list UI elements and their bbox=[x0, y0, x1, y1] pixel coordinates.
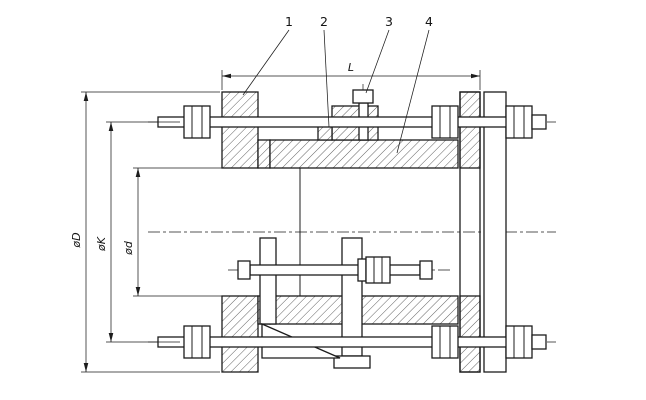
left-flange-lower-section bbox=[221, 295, 259, 373]
top-tie-rod-shaft bbox=[157, 116, 533, 128]
top-inner-right-nut bbox=[431, 105, 459, 139]
body-sleeve-upper-wall bbox=[269, 139, 459, 169]
dimension-outer-diameter: øD bbox=[70, 91, 220, 373]
dimension-arrow bbox=[108, 333, 114, 342]
dimension-arrow bbox=[108, 122, 114, 131]
dimension-outer-diameter-label: øD bbox=[70, 232, 83, 248]
callout-3-leader bbox=[365, 29, 390, 94]
dimension-inner-diameter: ød bbox=[122, 167, 256, 297]
callout-2-label: 2 bbox=[320, 14, 328, 29]
middle-bolt-nut bbox=[365, 256, 391, 284]
callout-4-label: 4 bbox=[425, 14, 433, 29]
bottom-left-nut bbox=[183, 325, 211, 359]
gland-flange-foot bbox=[333, 355, 371, 369]
bottom-tie-rod-shaft bbox=[157, 336, 533, 348]
top-tie-rod-end bbox=[531, 114, 547, 130]
gland-bolt-head bbox=[352, 89, 374, 104]
dimension-arrow bbox=[135, 168, 141, 177]
dimension-arrow bbox=[83, 92, 89, 101]
callouts: 1 2 3 4 bbox=[242, 14, 433, 154]
spigot-flange-plate bbox=[259, 237, 277, 325]
middle-flange-assembly bbox=[237, 237, 433, 369]
dimension-length-label: L bbox=[348, 61, 354, 74]
right-flange-lower-section bbox=[459, 295, 481, 373]
middle-bolt-shaft bbox=[249, 264, 421, 276]
callout-1-label: 1 bbox=[285, 14, 293, 29]
middle-bolt-washer bbox=[357, 258, 367, 282]
bottom-outer-right-nut bbox=[505, 325, 533, 359]
dimension-length: L bbox=[221, 61, 481, 90]
middle-bolt-right-head bbox=[419, 260, 433, 280]
dimension-arrow bbox=[135, 287, 141, 296]
right-flange-upper-section bbox=[459, 91, 481, 169]
dimension-arrow bbox=[83, 363, 89, 372]
top-left-nut bbox=[183, 105, 211, 139]
mating-flange-plate bbox=[483, 91, 507, 373]
left-flange-raised-face-upper bbox=[257, 139, 271, 169]
dimension-bolt-circle: øK bbox=[95, 121, 180, 343]
left-flange-upper-section bbox=[221, 91, 259, 169]
right-flange bbox=[459, 91, 481, 373]
bottom-tie-rod-end bbox=[531, 334, 547, 350]
bottom-inner-right-nut bbox=[431, 325, 459, 359]
callout-4-leader bbox=[396, 29, 430, 154]
body-sleeve-lower-wall bbox=[269, 295, 459, 325]
mating-flange bbox=[483, 91, 507, 373]
gland-assembly bbox=[317, 89, 379, 141]
callout-3-label: 3 bbox=[385, 14, 393, 29]
dimension-arrow bbox=[471, 73, 480, 79]
dimension-bolt-circle-label: øK bbox=[95, 236, 108, 252]
dimension-arrow bbox=[222, 73, 231, 79]
dimension-inner-diameter-label: ød bbox=[122, 240, 135, 256]
middle-bolt-left-head bbox=[237, 260, 251, 280]
right-flange-outline bbox=[459, 91, 481, 373]
callout-1-leader bbox=[242, 29, 290, 96]
top-outer-right-nut bbox=[505, 105, 533, 139]
callout-2-leader bbox=[323, 29, 330, 128]
